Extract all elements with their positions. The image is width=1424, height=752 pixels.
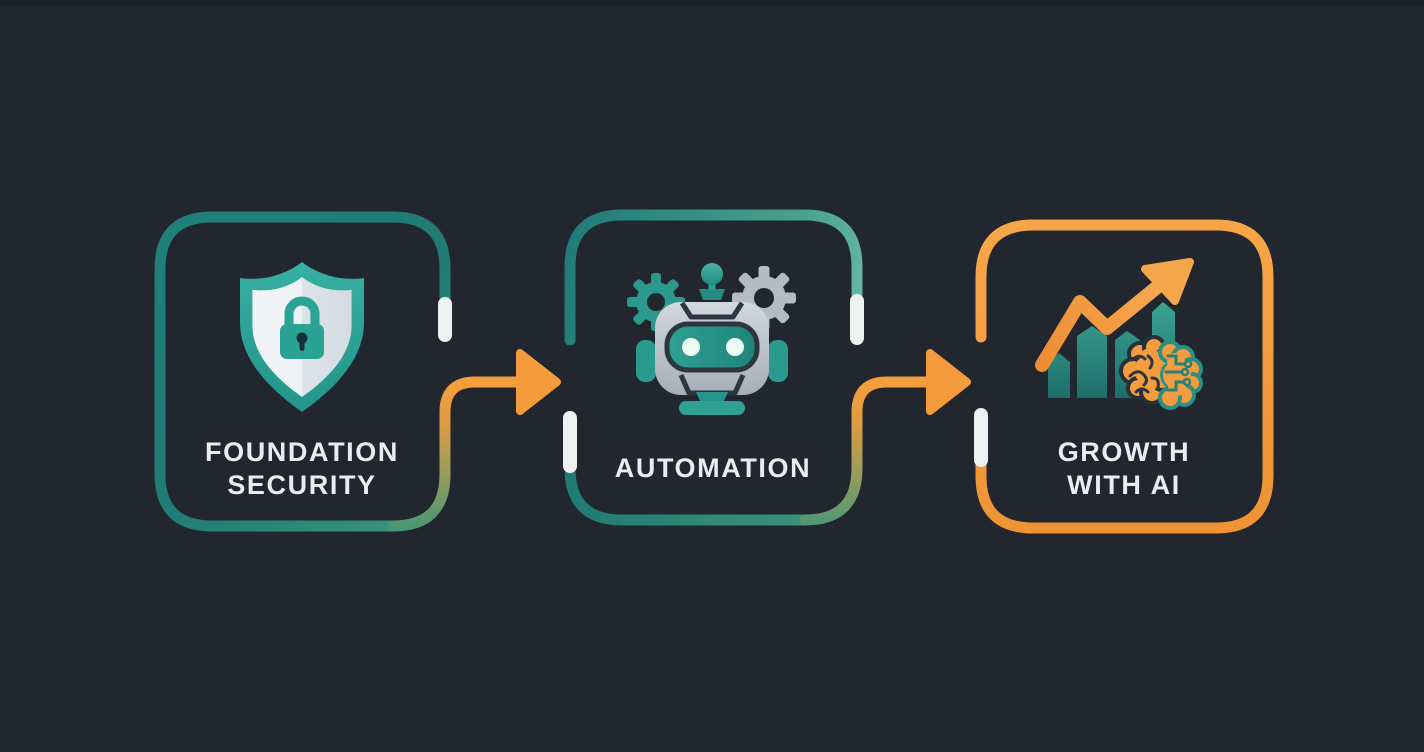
- robot-base: [679, 401, 745, 415]
- box-border: [975, 219, 1274, 534]
- step-title-line: FOUNDATION: [205, 437, 399, 467]
- box-border: [564, 209, 863, 346]
- top-edge-strip: [0, 0, 1424, 5]
- robot-visor: [664, 321, 760, 373]
- shield-lock-icon: [240, 262, 364, 412]
- box-border: [154, 211, 451, 532]
- step-label-foundation-security: FOUNDATION SECURITY: [152, 436, 452, 502]
- arrow-head: [516, 349, 561, 415]
- robot-antenna-base: [699, 289, 725, 300]
- lock-keyhole: [296, 332, 308, 344]
- step-box-foundation-security: [154, 211, 451, 532]
- step-label-automation: AUTOMATION: [563, 452, 863, 485]
- arrow-stem: [799, 376, 934, 526]
- brain-folds: [1128, 354, 1160, 394]
- step-title-line: AUTOMATION: [614, 453, 812, 483]
- arrow-stem: [387, 376, 524, 532]
- arrow-head: [926, 349, 971, 415]
- trend-arrow-head: [1141, 258, 1194, 305]
- step-box-growth-with-ai: [975, 219, 1274, 534]
- robot-antenna-ball: [701, 263, 723, 285]
- robot-eye: [682, 338, 700, 356]
- trend-arrow-stem: [1035, 281, 1163, 372]
- robot-forehead-panel: [679, 301, 745, 320]
- lock-shackle: [284, 296, 320, 331]
- brain-circuit-nodes: [1180, 359, 1193, 387]
- step-title-line: GROWTH: [1057, 437, 1191, 467]
- robot-ear: [768, 340, 788, 382]
- brain-icon: [1119, 335, 1203, 410]
- robot-neck: [696, 392, 728, 403]
- brain-circuits: [1164, 354, 1187, 392]
- robot-gears-icon: [627, 263, 796, 415]
- robot-ear: [636, 340, 656, 382]
- step-title-line: WITH AI: [1067, 470, 1181, 500]
- chart-brain-icon: [1035, 258, 1203, 410]
- robot-eye: [726, 338, 744, 356]
- step-label-growth-with-ai: GROWTH WITH AI: [974, 436, 1274, 502]
- arrow-2-right-icon: [799, 349, 971, 526]
- step-title-line: SECURITY: [227, 470, 377, 500]
- arrow-1-right-icon: [387, 349, 561, 532]
- lock-keyhole-stem: [299, 340, 305, 351]
